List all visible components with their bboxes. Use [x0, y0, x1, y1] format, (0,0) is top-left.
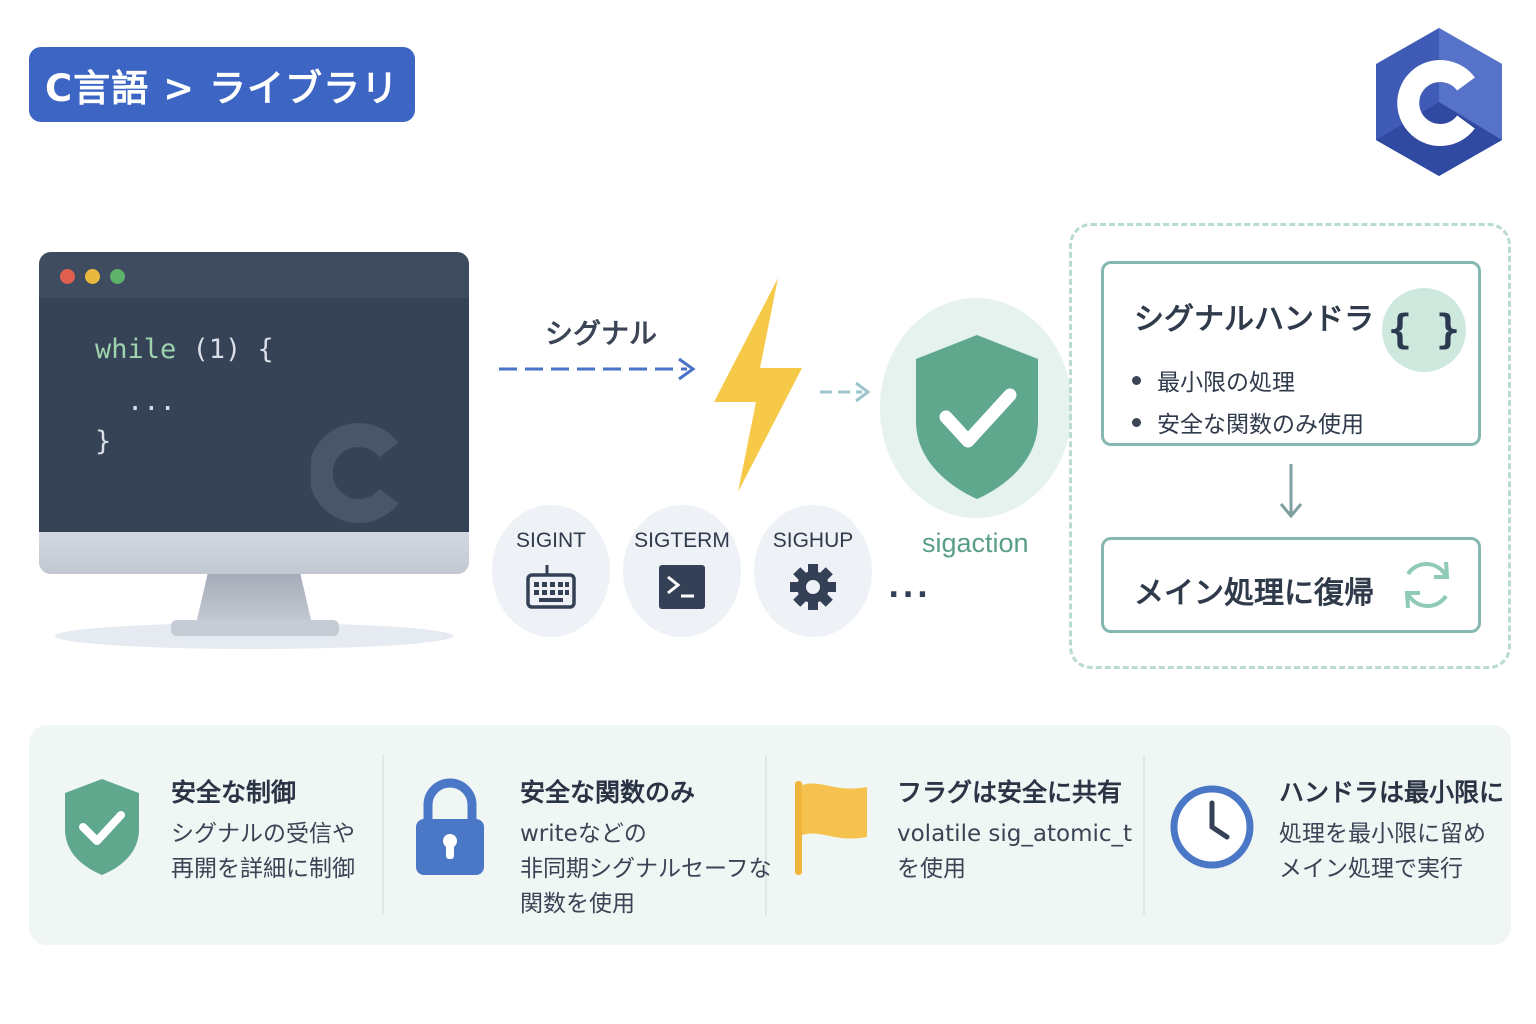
- monitor-stand: [196, 574, 312, 624]
- c-watermark-icon: [311, 423, 399, 523]
- feature-title: 安全な関数のみ: [520, 778, 696, 807]
- close-dot-icon: [60, 269, 75, 284]
- feature-description: シグナルの受信や 再開を詳細に制御: [171, 821, 355, 882]
- signal-sigterm: SIGTERM: [623, 505, 741, 637]
- clock-icon: [1170, 785, 1254, 869]
- feature-title: フラグは安全に共有: [897, 778, 1123, 807]
- feature-shared-flag: フラグは安全に共有 volatile sig_atomic_t を使用: [765, 725, 1143, 945]
- arrow-down-icon: [1279, 464, 1303, 519]
- handler-flow-group: [1069, 223, 1511, 669]
- monitor-stand-base: [171, 620, 339, 636]
- feature-title: 安全な制御: [171, 778, 297, 807]
- monitor: while (1) { ... }: [39, 252, 469, 574]
- dashed-arrow-small-icon: [820, 381, 871, 403]
- shield-check-icon: [65, 779, 139, 875]
- terminal-icon: [659, 565, 705, 609]
- code-line-2: ...: [127, 386, 176, 417]
- code-screen: while (1) { ... }: [39, 298, 469, 532]
- return-to-main-box: メイン処理に復帰: [1101, 537, 1481, 633]
- feature-divider: [765, 755, 767, 915]
- signal-handler-box: シグナルハンドラ { } 最小限の処理 安全な関数のみ使用: [1101, 261, 1481, 446]
- lightning-bolt-icon: [714, 278, 802, 492]
- sigaction-label: sigaction: [922, 528, 1029, 558]
- feature-safe-control: 安全な制御 シグナルの受信や 再開を詳細に制御: [29, 725, 382, 945]
- more-signals-ellipsis: ...: [888, 570, 932, 605]
- feature-safe-functions: 安全な関数のみ writeなどの 非同期シグナルセーフな 関数を使用: [382, 725, 772, 945]
- window-titlebar: [39, 252, 469, 298]
- signal-name: SIGINT: [515, 529, 586, 552]
- feature-description: volatile sig_atomic_t を使用: [897, 821, 1133, 882]
- lock-icon: [416, 778, 484, 875]
- signal-label: シグナル: [545, 317, 658, 350]
- keyboard-icon: [526, 565, 576, 609]
- dashed-arrow-icon: [499, 357, 696, 381]
- feature-minimal-handler: ハンドラは最小限に 処理を最小限に留め メイン処理で実行: [1143, 725, 1511, 945]
- braces-icon: { }: [1382, 288, 1466, 372]
- shield-check-icon: [916, 335, 1038, 499]
- gear-icon: [790, 564, 836, 610]
- handler-title: シグナルハンドラ: [1134, 302, 1374, 337]
- cycle-arrows-icon: [1404, 561, 1450, 609]
- breadcrumb[interactable]: C言語 > ライブラリ: [29, 47, 415, 122]
- minimize-dot-icon: [85, 269, 100, 284]
- code-line-3: }: [95, 426, 112, 457]
- c-language-logo-icon: [1376, 28, 1502, 176]
- feature-description: writeなどの 非同期シグナルセーフな 関数を使用: [520, 821, 772, 917]
- code-condition: (1) {: [176, 334, 274, 365]
- feature-divider: [1143, 755, 1145, 915]
- feature-description: 処理を最小限に留め メイン処理で実行: [1279, 821, 1486, 882]
- feature-title: ハンドラは最小限に: [1279, 778, 1505, 807]
- flag-icon: [795, 781, 867, 875]
- maximize-dot-icon: [110, 269, 125, 284]
- code-line-1: while (1) {: [95, 334, 274, 365]
- features-panel: 安全な制御 シグナルの受信や 再開を詳細に制御 安全な関数のみ writeなどの…: [29, 725, 1511, 945]
- handler-bullet: 最小限の処理: [1132, 359, 1364, 401]
- monitor-chin: [39, 532, 469, 574]
- signal-sighup: SIGHUP: [754, 505, 872, 637]
- handler-bullet-list: 最小限の処理 安全な関数のみ使用: [1132, 359, 1364, 443]
- return-label: メイン処理に復帰: [1134, 576, 1374, 611]
- signal-name: SIGHUP: [772, 529, 854, 552]
- code-keyword: while: [95, 334, 177, 365]
- signal-sigint: SIGINT: [492, 505, 610, 637]
- handler-bullet: 安全な関数のみ使用: [1132, 401, 1364, 443]
- signal-name: SIGTERM: [634, 529, 730, 552]
- feature-divider: [382, 755, 384, 915]
